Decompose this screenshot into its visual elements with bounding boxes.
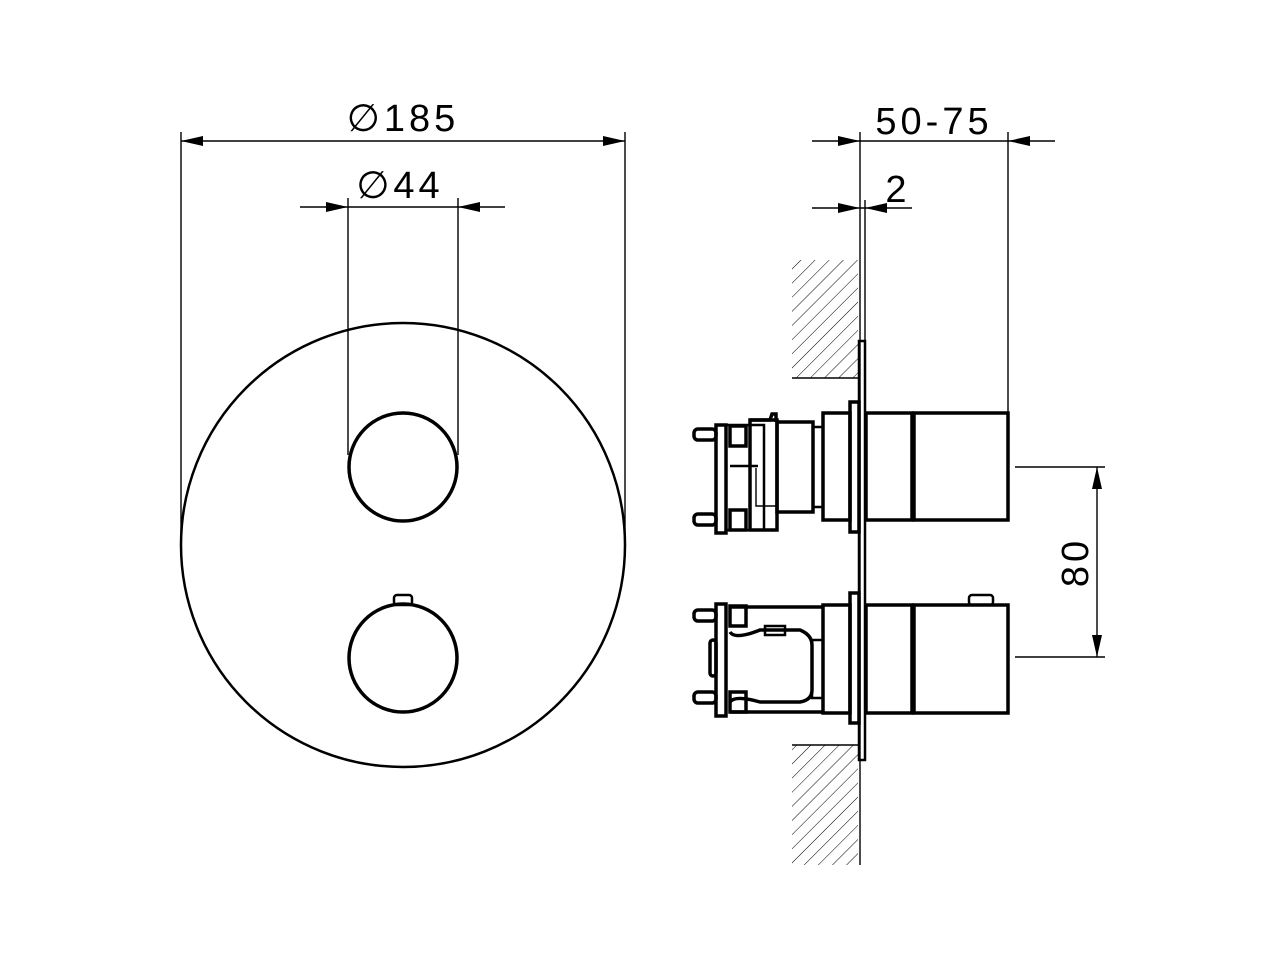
knob-spacing-dimension: 80	[1015, 466, 1105, 658]
mounting-pin	[692, 512, 718, 527]
lower-knob	[347, 602, 459, 714]
lower-knob-side-front	[864, 603, 914, 715]
lower-knob-side	[912, 603, 1010, 715]
mounting-pin	[692, 608, 718, 623]
outer-diameter-dimension: ∅185	[180, 98, 626, 545]
depth-range-label: 50-75	[875, 101, 992, 143]
knob-diameter-dimension: ∅44	[300, 165, 505, 455]
depth-dimension: 50-75	[812, 101, 1055, 413]
mounting-pin	[692, 427, 718, 442]
mounting-pin	[692, 690, 718, 705]
plate-thickness-dimension: 2	[812, 169, 912, 213]
lower-knob-indicator-side	[967, 593, 995, 607]
lower-knob-indicator	[392, 593, 414, 607]
front-view: ∅185 ∅44	[179, 98, 627, 769]
outer-diameter-label: ∅185	[347, 98, 460, 140]
wall-hatch-upper	[792, 260, 858, 378]
side-view: 50-75 2 80	[692, 101, 1105, 865]
wall-hatch-lower	[792, 745, 858, 865]
knob-diameter-label: ∅44	[356, 165, 443, 207]
cover-plate-side	[857, 339, 867, 762]
plate-thickness-label: 2	[885, 169, 910, 211]
upper-knob	[347, 411, 459, 523]
knob-spacing-label: 80	[1055, 537, 1097, 587]
upper-knob-side-front	[864, 411, 914, 522]
upper-knob-side	[912, 411, 1010, 522]
cover-plate-outline	[179, 321, 627, 769]
lower-assembly	[692, 591, 1010, 725]
upper-assembly	[692, 400, 1010, 535]
